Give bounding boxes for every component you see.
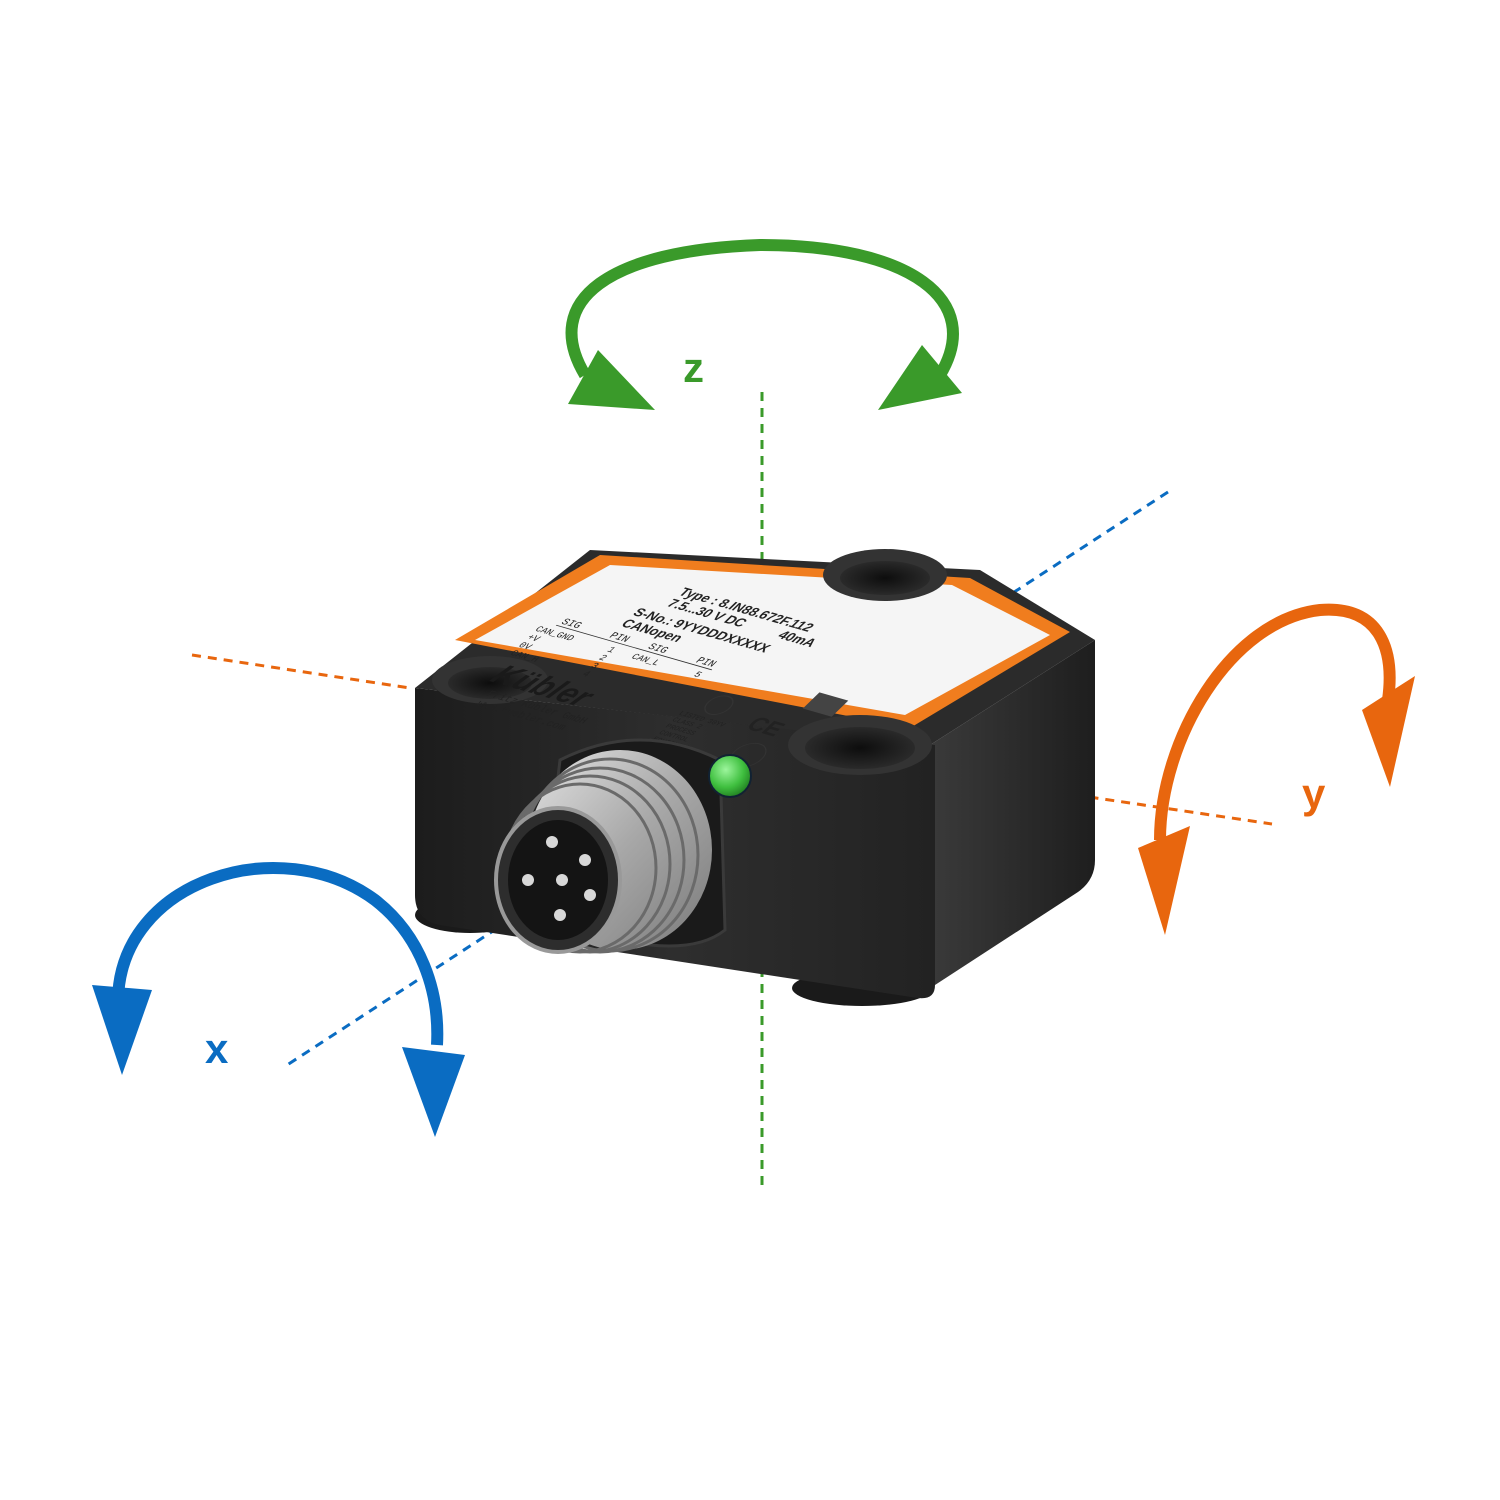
pin-row-num: 4 [579, 669, 593, 679]
z-axis-label: z [683, 344, 704, 391]
qr-code-icon [802, 692, 849, 717]
z-arrow-head-right [878, 345, 962, 410]
pin-row-num: 1 [604, 645, 618, 655]
x-axis-label: x [205, 1025, 229, 1072]
connector-pins [522, 836, 596, 921]
y-axis-label: y [1302, 770, 1326, 817]
z-rotation-arrow [565, 238, 959, 379]
x-arrow-head-right [402, 1047, 465, 1137]
device-label-panel [475, 565, 1050, 715]
inclination-sensor: Type : 8.IN88.672F.112 7.5...30 V DC 40m… [415, 549, 1095, 1006]
pin-row-num: 5 [691, 670, 705, 680]
ul-mark-icon [704, 695, 734, 716]
y-rotation-arrow [1154, 603, 1396, 841]
x-rotation-arrow [112, 862, 444, 1046]
housing-right-side [930, 640, 1095, 985]
pin-row-num: 2 [596, 653, 610, 663]
y-arrow-head-top [1362, 676, 1415, 787]
pin-row-sig: +V [524, 633, 543, 644]
pin-row-num: 3 [588, 661, 602, 671]
m12-connector [494, 750, 712, 954]
y-arrow-head-bottom [1138, 826, 1190, 935]
x-arrow-head-left [92, 985, 152, 1075]
y-axis-line-left [191, 653, 411, 690]
z-arrow-head-left [568, 350, 655, 410]
pin-row-sig: 0V [516, 641, 535, 652]
mounting-holes [432, 549, 947, 775]
status-led [708, 754, 752, 798]
